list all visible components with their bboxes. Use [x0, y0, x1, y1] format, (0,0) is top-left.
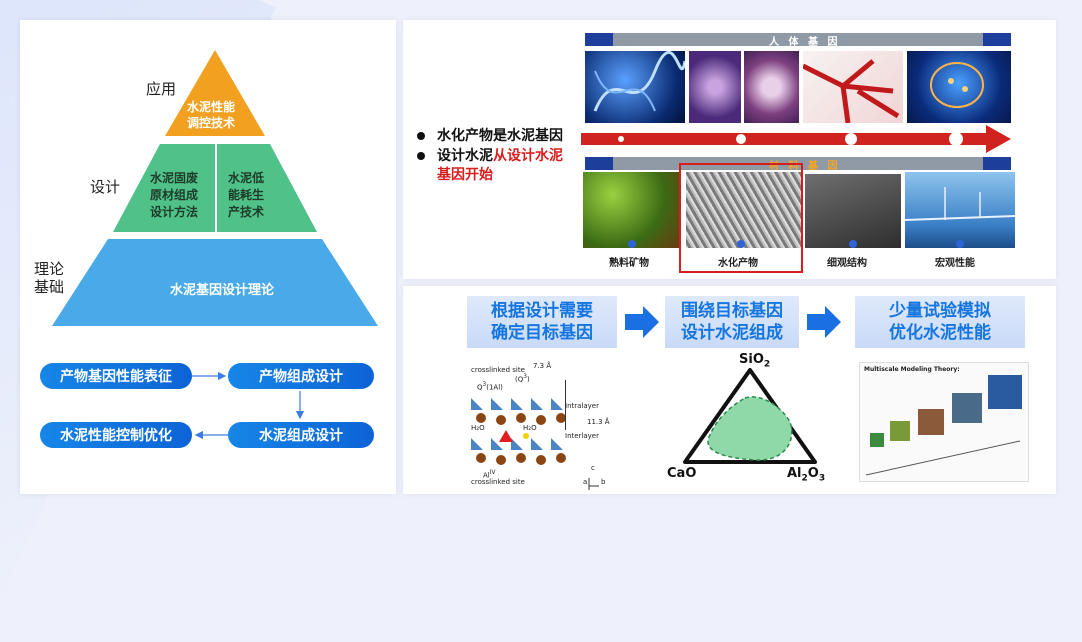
step3-line2: 优化水泥性能 — [889, 323, 991, 343]
struct-dim2: 11.3 Å — [587, 418, 610, 426]
struct-h2o-b: H₂O — [523, 424, 537, 432]
ternary-right: Al2O3 — [787, 466, 826, 484]
blood-vessel-image — [803, 51, 903, 123]
caption-dot — [956, 240, 964, 248]
struct-q3al-label: Q — [477, 383, 483, 392]
struct-q3al: Q3(1Al) — [477, 382, 503, 392]
pyramid-ml-line3: 设计方法 — [150, 205, 199, 219]
brain-image — [907, 51, 1011, 123]
step-optimize: 少量试验模拟 优化水泥性能 — [855, 296, 1025, 348]
ternary-diagram — [683, 368, 817, 464]
label-theory-1: 理论 — [34, 260, 65, 278]
flow-box-cement-design: 水泥组成设计 — [228, 422, 374, 448]
step-target-gene: 根据设计需要 确定目标基因 — [467, 296, 617, 348]
flow-box-product-gene: 产物基因性能表征 — [40, 363, 192, 389]
step1-line1: 根据设计需要 — [491, 301, 593, 321]
left-panel: 应用 设计 理论 基础 水泥性能 调控技术 水泥固废 原材组成 设计方法 水泥低… — [20, 20, 396, 494]
bullet2-text-1: 设计水泥从设计水泥 — [437, 145, 563, 165]
pyramid-ml-line1: 水泥固废 — [150, 171, 199, 185]
flow-arrows — [192, 371, 305, 440]
multiscale-title: Multiscale Modeling Theory: — [864, 366, 960, 373]
pyramid-top — [165, 50, 265, 136]
struct-alIV: AlIV — [483, 470, 496, 480]
pyramid-mr-line3: 产技术 — [228, 205, 265, 219]
progression-arrow — [581, 125, 1011, 153]
caption-macro: 宏观性能 — [935, 258, 975, 269]
caption-meso: 细观结构 — [827, 258, 867, 269]
pyramid-ml-line2: 原材组成 — [150, 188, 199, 202]
label-design: 设计 — [90, 178, 121, 196]
arrow-right-icon — [807, 306, 841, 338]
struct-q3: (Q3) — [515, 374, 530, 384]
struct-h2o-a: H₂O — [471, 424, 485, 432]
ternary-top-label: SiO — [739, 352, 764, 367]
step-design-cement: 围绕目标基因 设计水泥组成 — [665, 296, 799, 348]
human-gene-bar — [585, 33, 1011, 46]
pyramid-base-label: 水泥基因设计理论 — [170, 283, 275, 298]
bar-end — [983, 33, 1011, 46]
struct-axis-b: b — [601, 478, 606, 486]
tissue-image — [744, 51, 799, 123]
bullet2-part1: 设计水泥 — [437, 148, 493, 164]
struct-interlayer: Interlayer — [565, 432, 599, 440]
mesostructure-image — [805, 174, 901, 248]
hydration-product-image — [686, 172, 802, 248]
caption-clinker: 熟料矿物 — [609, 258, 649, 269]
struct-intralayer: Intralayer — [565, 402, 599, 410]
struct-crosslinked2: crosslinked site — [471, 478, 525, 486]
step2-line1: 围绕目标基因 — [681, 301, 783, 321]
struct-dim1: 7.3 Å — [533, 362, 552, 370]
caption-dot — [737, 240, 745, 248]
label-theory-2: 基础 — [34, 278, 65, 296]
bullet-icon — [417, 152, 425, 160]
hydration-highlight-box — [679, 163, 803, 273]
arrow-right-icon — [625, 306, 659, 338]
pyramid-mr-line1: 水泥低 — [228, 171, 265, 185]
caption-hydration: 水化产物 — [718, 258, 758, 269]
macro-performance-image — [905, 172, 1015, 248]
material-gene-title: 材 料 基 因 — [769, 161, 841, 172]
cell-image — [689, 51, 741, 123]
pyramid-top-line1: 水泥性能 — [187, 100, 236, 114]
dna-image — [585, 51, 685, 123]
bar-end — [585, 33, 613, 46]
struct-crosslinked: crosslinked site — [471, 366, 525, 374]
bar-end — [983, 157, 1011, 170]
multiscale-figure: Multiscale Modeling Theory: — [859, 362, 1029, 482]
step1-line2: 确定目标基因 — [491, 323, 593, 343]
clinker-mineral-image — [583, 172, 681, 248]
caption-dot — [849, 240, 857, 248]
step3-line1: 少量试验模拟 — [889, 301, 991, 321]
concept-panel: 水化产物是水泥基因 设计水泥从设计水泥 基因开始 人 体 基 因 材 料 基 因 — [403, 20, 1056, 279]
struct-q3-label: (Q — [515, 375, 524, 384]
caption-dot — [628, 240, 636, 248]
crystal-structure: crosslinked site 7.3 Å (Q3) Q3(1Al) Intr… — [461, 358, 621, 490]
ternary-top: SiO2 — [739, 352, 771, 370]
label-application: 应用 — [146, 80, 177, 98]
pyramid-mr-line2: 能耗生 — [228, 188, 265, 202]
flow-box-cement-optimization: 水泥性能控制优化 — [40, 422, 192, 448]
ternary-right-label: Al — [787, 466, 802, 481]
bullet2-part2: 从设计水泥 — [493, 148, 563, 164]
flow-box-product-design: 产物组成设计 — [228, 363, 374, 389]
struct-axis-c: c — [591, 464, 595, 472]
pyramid-top-line2: 调控技术 — [187, 116, 236, 130]
bar-end — [585, 157, 613, 170]
pyramid — [52, 50, 378, 326]
pyramid-base — [52, 239, 378, 326]
struct-alIV-label: Al — [483, 471, 490, 480]
bullet2-part3: 基因开始 — [437, 167, 493, 183]
workflow-panel: 根据设计需要 确定目标基因 围绕目标基因 设计水泥组成 少量试验模拟 优化水泥性… — [403, 286, 1056, 494]
bullet-icon — [417, 132, 425, 140]
ternary-left: CaO — [667, 466, 697, 481]
bullet1-text: 水化产物是水泥基因 — [437, 128, 563, 144]
human-gene-title: 人 体 基 因 — [769, 37, 841, 48]
step-arrows — [625, 306, 841, 338]
step2-line2: 设计水泥组成 — [681, 323, 783, 343]
struct-axis-a: a — [583, 478, 588, 486]
